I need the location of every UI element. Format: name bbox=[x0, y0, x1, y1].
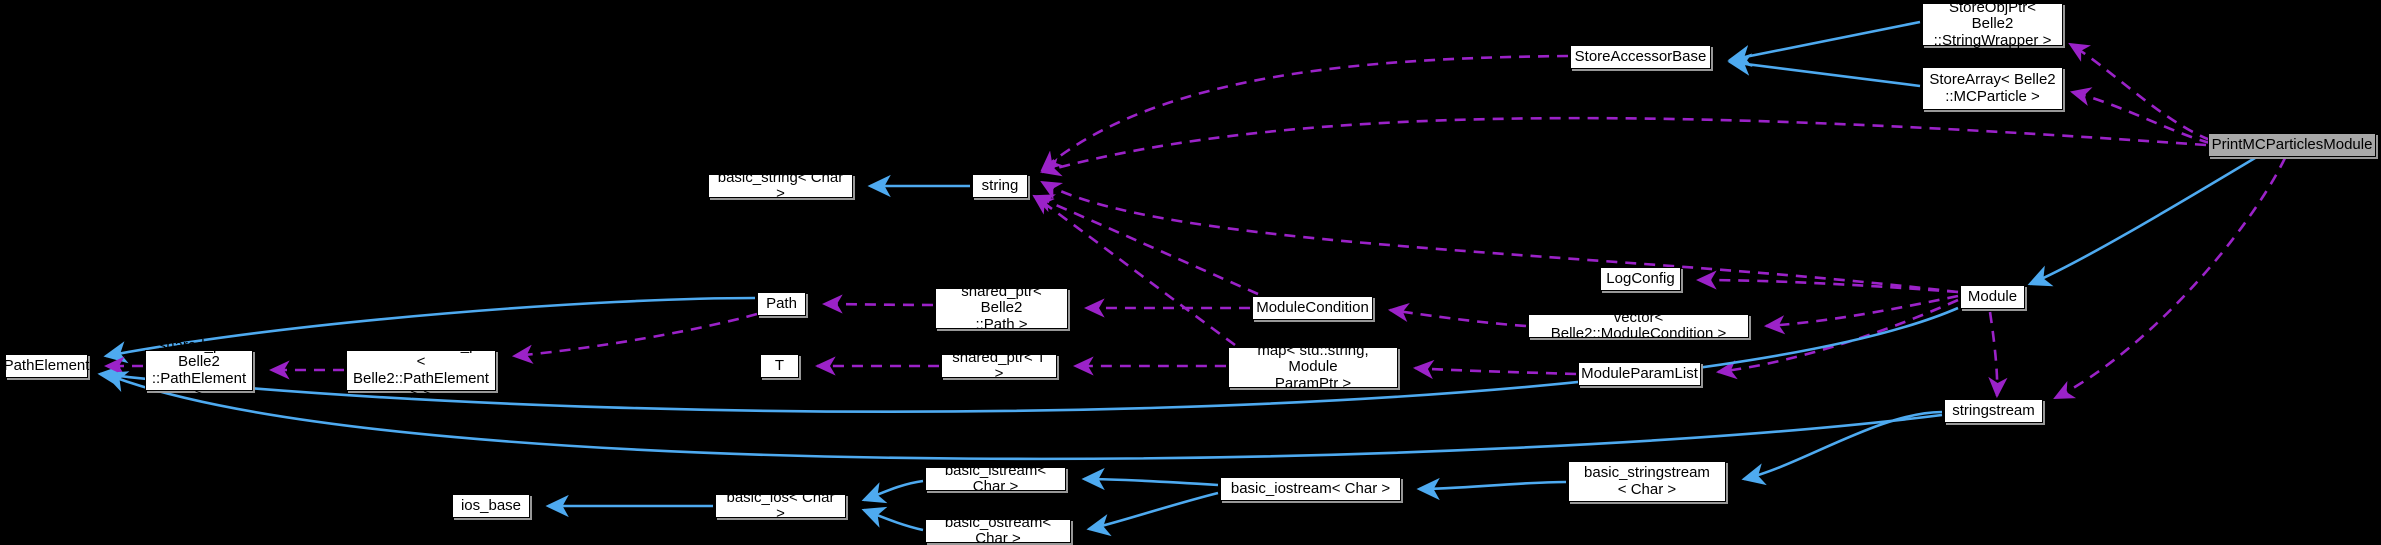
class-node-label: basic_ios< Char > bbox=[726, 488, 835, 522]
edge-e-pmpm-sop bbox=[2068, 42, 2211, 142]
edge-e-module-vmc bbox=[1763, 294, 1959, 335]
class-node-basic_iostream_char[interactable]: basic_iostream< Char > bbox=[1220, 477, 1401, 501]
edge-e-vmc-mc bbox=[1387, 302, 1527, 328]
class-node-label: StoreArray< Belle2 ::MCParticle > bbox=[1929, 71, 2056, 105]
edge-e-path-list bbox=[511, 312, 758, 364]
edge-e-ss-pe bbox=[103, 371, 1943, 461]
class-node-label: shared_ptr< T > bbox=[952, 348, 1046, 382]
class-node-label: shared_ptr< Belle2 ::Path > bbox=[961, 283, 1042, 333]
class-node-label: Module bbox=[1967, 287, 2018, 305]
edge-e-mc-string bbox=[1033, 194, 1259, 296]
class-node-shared_ptr_path_element[interactable]: shared_ptr< Belle2 ::PathElement > bbox=[145, 338, 253, 402]
edge-e-pmpm-sam bbox=[2069, 87, 2211, 145]
class-node-basic_ostream_char[interactable]: basic_ostream< Char > bbox=[925, 514, 1071, 545]
class-node-shared_ptr_path[interactable]: shared_ptr< Belle2 ::Path > bbox=[935, 284, 1068, 332]
class-node-store_accessor_base[interactable]: StoreAccessorBase bbox=[1570, 45, 1711, 69]
edge-e-bss-bios bbox=[1416, 477, 1567, 501]
class-node-label: string bbox=[981, 176, 1019, 194]
edge-e-module-pathelement bbox=[97, 306, 1959, 413]
class-node-ios_base[interactable]: ios_base bbox=[452, 494, 530, 518]
edge-e-sptrpath-path bbox=[821, 294, 934, 314]
class-node-label: ModuleCondition bbox=[1256, 298, 1369, 316]
class-node-log_config[interactable]: LogConfig bbox=[1600, 267, 1681, 291]
edge-e-bostream-bioschar bbox=[861, 506, 924, 532]
class-node-vector_module_condition[interactable]: vector< Belle2::ModuleCondition > bbox=[1528, 309, 1749, 342]
class-node-label: basic_stringstream < Char > bbox=[1584, 464, 1710, 498]
class-node-store_array_mcparticle[interactable]: StoreArray< Belle2 ::MCParticle > bbox=[1922, 67, 2063, 110]
class-node-label: T bbox=[774, 356, 785, 374]
class-node-label: shared_ptr< Belle2 ::PathElement > bbox=[151, 337, 247, 403]
class-node-label: vector< Belle2::ModuleCondition > bbox=[1550, 308, 1727, 342]
class-node-label: basic_string< Char > bbox=[717, 168, 844, 202]
edge-e-sop-sab bbox=[1727, 20, 1921, 67]
class-node-label: basic_istream< Char > bbox=[944, 461, 1047, 495]
class-node-label: basic_iostream< Char > bbox=[1230, 479, 1391, 497]
class-node-basic_string_char[interactable]: basic_string< Char > bbox=[708, 169, 853, 202]
class-node-module_condition[interactable]: ModuleCondition bbox=[1252, 296, 1373, 320]
edge-e-module-logconfig bbox=[1695, 270, 1959, 294]
class-node-label: StoreAccessorBase bbox=[1574, 47, 1707, 65]
edge-e-module-string bbox=[1040, 180, 1959, 294]
class-node-module_param_list[interactable]: ModuleParamList bbox=[1578, 362, 1701, 386]
class-node-label: basic_ostream< Char > bbox=[944, 513, 1052, 545]
class-node-label: Path bbox=[766, 294, 797, 312]
class-node-label: map< std::string, Module ParamPtr > bbox=[1257, 342, 1369, 392]
class-node-label: PrintMCParticlesModule bbox=[2211, 135, 2373, 153]
edge-e-bios-bostream bbox=[1086, 491, 1219, 537]
edge-e-pmpm-ss bbox=[2053, 157, 2287, 400]
edge-e-module-ss bbox=[1988, 311, 2008, 399]
edge-e-mpl-map bbox=[1412, 359, 1577, 380]
class-node-stringstream[interactable]: stringstream bbox=[1944, 399, 2043, 423]
class-node-basic_stringstream_char[interactable]: basic_stringstream < Char > bbox=[1568, 461, 1726, 502]
class-node-path[interactable]: Path bbox=[757, 292, 806, 316]
class-node-label: list< std::shared_ptr < Belle2::PathElem… bbox=[353, 337, 489, 403]
class-node-label: LogConfig bbox=[1606, 269, 1675, 287]
class-node-label: ModuleParamList bbox=[1581, 364, 1698, 382]
class-node-label: PathElement bbox=[3, 356, 90, 374]
class-node-list_shared_ptr_path_element[interactable]: list< std::shared_ptr < Belle2::PathElem… bbox=[346, 338, 496, 402]
class-node-module[interactable]: Module bbox=[1960, 285, 2025, 309]
edge-e-pmpm-module bbox=[2027, 153, 2261, 287]
class-node-map_string_module_param_ptr[interactable]: map< std::string, Module ParamPtr > bbox=[1228, 343, 1398, 391]
class-node-basic_istream_char[interactable]: basic_istream< Char > bbox=[925, 462, 1066, 495]
class-node-t[interactable]: T bbox=[760, 354, 799, 378]
edge-e-ss-bss bbox=[1741, 410, 1943, 486]
edge-e-sab-string bbox=[1040, 54, 1569, 172]
class-node-label: ios_base bbox=[460, 496, 522, 514]
edge-e-map-string bbox=[1032, 194, 1236, 347]
edge-e-bios-bistream bbox=[1081, 467, 1219, 491]
edge-e-path-pathelement bbox=[103, 296, 756, 364]
edge-e-bistream-bioschar bbox=[861, 479, 924, 504]
class-node-label: StoreObjPtr< Belle2 ::StringWrapper > bbox=[1933, 0, 2052, 49]
class-node-shared_ptr_t[interactable]: shared_ptr< T > bbox=[941, 349, 1057, 382]
edge-e-pmpm-string bbox=[1039, 116, 2207, 177]
class-node-store_obj_ptr_string_wrapper[interactable]: StoreObjPtr< Belle2 ::StringWrapper > bbox=[1922, 0, 2063, 49]
class-node-path_element[interactable]: PathElement bbox=[4, 354, 89, 378]
edges-group bbox=[97, 20, 2287, 537]
edge-e-sam-sab bbox=[1727, 53, 1921, 88]
edge-e-module-mpl bbox=[1715, 298, 1959, 380]
class-node-string[interactable]: string bbox=[972, 174, 1028, 198]
class-node-label: stringstream bbox=[1952, 401, 2035, 419]
class-node-basic_ios_char[interactable]: basic_ios< Char > bbox=[715, 489, 846, 522]
class-node-print_mc_particles_module[interactable]: PrintMCParticlesModule bbox=[2208, 133, 2376, 157]
